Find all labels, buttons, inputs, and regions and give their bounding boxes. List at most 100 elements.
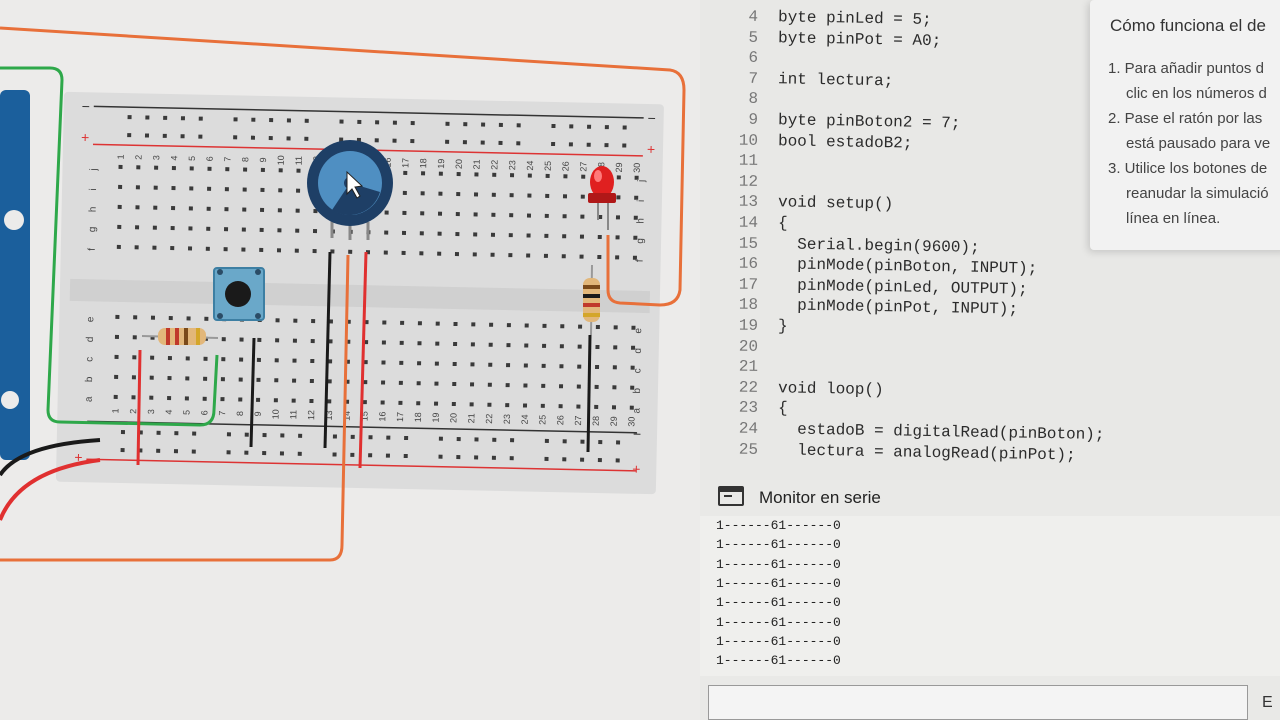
breadboard-hole[interactable]: [470, 362, 475, 367]
breadboard-hole[interactable]: [120, 448, 125, 453]
breadboard-hole[interactable]: [421, 171, 426, 176]
breadboard-hole[interactable]: [527, 173, 532, 178]
breadboard-hole[interactable]: [577, 364, 582, 369]
breadboard-hole[interactable]: [260, 187, 265, 192]
breadboard-hole[interactable]: [454, 251, 460, 257]
breadboard-hole[interactable]: [561, 254, 566, 259]
breadboard-hole[interactable]: [260, 167, 265, 172]
breadboard-hole[interactable]: [399, 340, 404, 345]
breadboard-hole[interactable]: [203, 356, 208, 361]
breadboard-hole[interactable]: [487, 382, 492, 387]
breadboard-hole[interactable]: [203, 376, 208, 381]
breadboard-hole[interactable]: [562, 457, 567, 462]
line-number[interactable]: 9: [748, 110, 759, 129]
breadboard-hole[interactable]: [348, 249, 353, 254]
breadboard-hole[interactable]: [180, 134, 185, 139]
breadboard-hole[interactable]: [262, 450, 267, 456]
breadboard-hole[interactable]: [310, 338, 315, 344]
breadboard-hole[interactable]: [615, 458, 620, 463]
breadboard-hole[interactable]: [544, 213, 549, 218]
breadboard-hole[interactable]: [597, 234, 602, 240]
breadboard-hole[interactable]: [498, 122, 503, 127]
breadboard-hole[interactable]: [239, 357, 244, 362]
breadboard-hole[interactable]: [327, 379, 332, 384]
breadboard-hole[interactable]: [312, 248, 317, 254]
line-number[interactable]: 13: [738, 193, 759, 212]
breadboard-hole[interactable]: [419, 251, 424, 256]
wire-red-pot[interactable]: [358, 251, 368, 469]
breadboard-hole[interactable]: [262, 432, 267, 438]
wire-black-button[interactable]: [249, 337, 256, 448]
breadboard-hole[interactable]: [577, 344, 582, 349]
breadboard-hole[interactable]: [416, 401, 421, 406]
led-red[interactable]: [588, 166, 616, 230]
breadboard-hole[interactable]: [298, 433, 303, 438]
breadboard-hole[interactable]: [380, 400, 385, 405]
breadboard-hole[interactable]: [382, 320, 387, 325]
breadboard-hole[interactable]: [631, 325, 636, 330]
breadboard-hole[interactable]: [233, 117, 238, 122]
breadboard-hole[interactable]: [491, 455, 496, 460]
breadboard-hole[interactable]: [150, 355, 155, 360]
breadboard-hole[interactable]: [292, 358, 297, 363]
breadboard-hole[interactable]: [410, 139, 415, 144]
breadboard-hole[interactable]: [256, 357, 261, 362]
line-number[interactable]: 16: [738, 254, 759, 274]
breadboard-hole[interactable]: [597, 458, 602, 463]
breadboard-hole[interactable]: [416, 381, 421, 386]
breadboard-hole[interactable]: [523, 363, 528, 368]
breadboard-hole[interactable]: [368, 453, 373, 458]
breadboard-hole[interactable]: [207, 186, 212, 191]
breadboard-hole[interactable]: [579, 254, 584, 259]
breadboard-hole[interactable]: [133, 315, 138, 320]
wire-black-pot[interactable]: [323, 251, 332, 449]
breadboard-hole[interactable]: [220, 377, 225, 382]
breadboard-hole[interactable]: [173, 449, 179, 454]
breadboard-hole[interactable]: [463, 122, 468, 127]
breadboard-hole[interactable]: [375, 120, 380, 125]
line-number[interactable]: 19: [738, 316, 759, 335]
breadboard-hole[interactable]: [127, 115, 132, 120]
breadboard-hole[interactable]: [296, 188, 301, 193]
resistor-led[interactable]: [583, 264, 600, 336]
breadboard-hole[interactable]: [491, 192, 496, 197]
breadboard-hole[interactable]: [435, 321, 440, 326]
breadboard-hole[interactable]: [551, 141, 556, 147]
breadboard-hole[interactable]: [363, 360, 368, 365]
breadboard-hole[interactable]: [612, 365, 617, 370]
breadboard-hole[interactable]: [508, 253, 513, 258]
breadboard-hole[interactable]: [402, 210, 407, 215]
line-number[interactable]: 22: [738, 378, 759, 397]
breadboard-hole[interactable]: [611, 405, 617, 410]
breadboard-hole[interactable]: [526, 213, 532, 218]
breadboard-hole[interactable]: [562, 439, 567, 444]
serial-monitor-header[interactable]: Monitor en serie: [700, 480, 1280, 516]
arduino-board[interactable]: [0, 90, 30, 460]
breadboard-hole[interactable]: [224, 187, 229, 192]
breadboard-hole[interactable]: [594, 364, 600, 370]
breadboard-hole[interactable]: [274, 378, 279, 383]
breadboard-hole[interactable]: [205, 246, 210, 251]
breadboard-hole[interactable]: [293, 318, 298, 323]
breadboard-hole[interactable]: [438, 191, 443, 196]
breadboard-hole[interactable]: [524, 343, 529, 348]
breadboard-hole[interactable]: [363, 380, 368, 385]
breadboard-hole[interactable]: [250, 135, 256, 140]
breadboard-hole[interactable]: [117, 204, 122, 209]
breadboard-hole[interactable]: [420, 191, 425, 196]
breadboard-hole[interactable]: [286, 118, 291, 123]
breadboard-hole[interactable]: [296, 168, 301, 173]
breadboard-hole[interactable]: [180, 116, 185, 121]
breadboard-hole[interactable]: [541, 383, 546, 388]
breadboard-hole[interactable]: [399, 360, 404, 365]
breadboard-hole[interactable]: [278, 168, 283, 173]
breadboard-hole[interactable]: [167, 375, 172, 381]
breadboard-hole[interactable]: [191, 449, 196, 454]
breadboard-hole[interactable]: [339, 137, 344, 142]
breadboard-hole[interactable]: [156, 430, 161, 435]
breadboard-hole[interactable]: [488, 362, 493, 367]
breadboard-hole[interactable]: [238, 397, 243, 402]
circuit-drawing[interactable]: 1122334455667788991010111112121313141415…: [0, 0, 700, 720]
breadboard-hole[interactable]: [309, 378, 314, 384]
breadboard-hole[interactable]: [291, 398, 296, 403]
